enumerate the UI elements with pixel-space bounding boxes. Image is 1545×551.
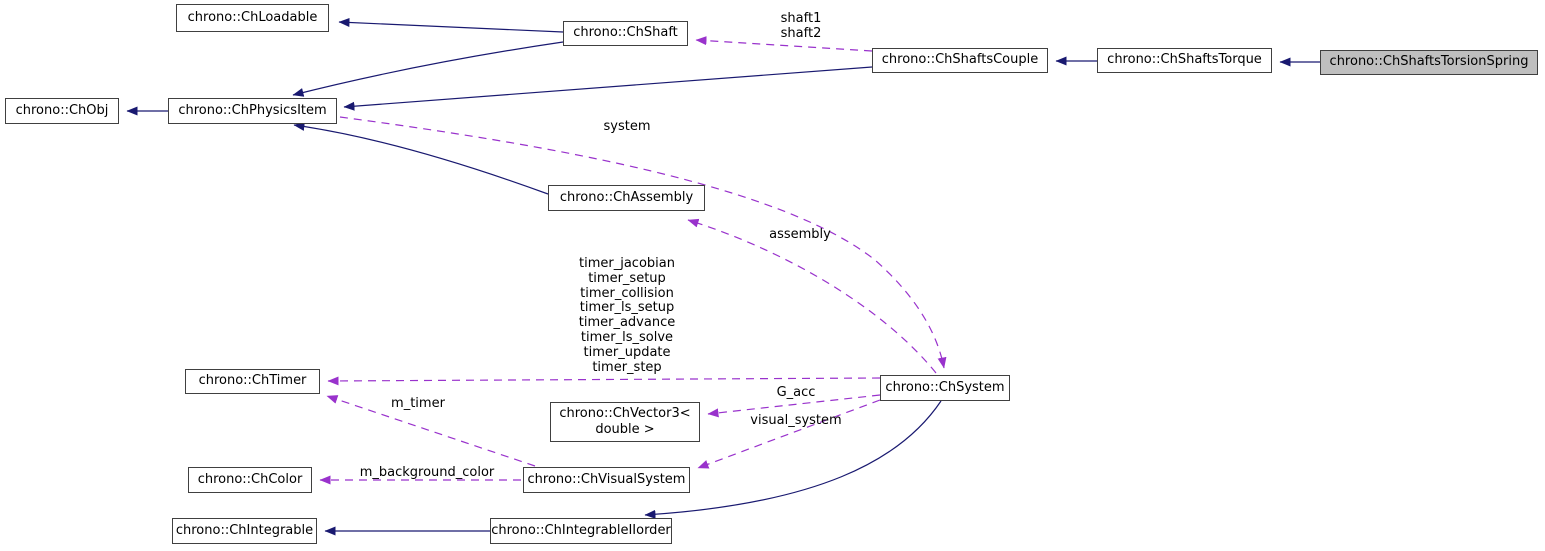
node-chphysicsitem[interactable]: chrono::ChPhysicsItem — [168, 98, 337, 124]
node-chshaft[interactable]: chrono::ChShaft — [563, 21, 688, 46]
edge-chsystem-to-chintegrableiiorder — [644, 400, 942, 519]
edge-label-timer-jacobian: timer_jacobian — [579, 256, 675, 271]
node-chtimer[interactable]: chrono::ChTimer — [185, 369, 320, 394]
edge-label-shaft1-shaft2: shaft1 shaft2 — [741, 11, 861, 42]
edge-label-timer-ls-setup: timer_ls_setup — [579, 300, 675, 316]
node-chvector3[interactable]: chrono::ChVector3< double > — [550, 402, 700, 442]
edge-label-timer-update: timer_update — [583, 344, 671, 360]
edge-g-acc — [707, 394, 881, 418]
edge-timer-fields — [327, 376, 881, 386]
edge-assembly — [687, 218, 937, 374]
edge-label-visual-system: visual_system — [750, 413, 842, 428]
node-chshaftscouple[interactable]: chrono::ChShaftsCouple — [872, 48, 1048, 73]
edge-label-m-timer: m_timer — [391, 396, 445, 411]
node-chshaftstorsionspring: chrono::ChShaftsTorsionSpring — [1320, 50, 1538, 75]
edge-chshaftscouple-to-chphysicsitem — [343, 66, 873, 111]
edge-label-timer-step: timer_step — [592, 359, 662, 375]
edge-chshaft-to-chphysicsitem — [292, 41, 564, 97]
edge-label-m-background-color: m_background_color — [359, 465, 495, 480]
edge-label-timer-collision: timer_collision — [580, 285, 674, 301]
edge-chshaft-to-chloadable — [338, 17, 564, 33]
edge-label-shaft2: shaft2 — [780, 25, 822, 41]
node-chobj[interactable]: chrono::ChObj — [5, 98, 119, 124]
edge-visual-system — [697, 399, 881, 469]
edge-label-g-acc: G_acc — [776, 385, 816, 400]
edge-label-shaft1: shaft1 — [780, 11, 822, 26]
node-chintegrableiiorder[interactable]: chrono::ChIntegrableIIorder — [490, 518, 672, 544]
edge-m-timer — [326, 395, 536, 467]
edge-label-system: system — [603, 119, 651, 134]
edge-system — [339, 116, 947, 369]
edge-chassembly-to-chphysicsitem — [293, 122, 549, 195]
node-chassembly[interactable]: chrono::ChAssembly — [548, 185, 705, 211]
edge-label-assembly: assembly — [769, 227, 831, 242]
node-chvisualsystem[interactable]: chrono::ChVisualSystem — [523, 467, 690, 493]
node-chintegrable[interactable]: chrono::ChIntegrable — [172, 518, 317, 544]
node-chcolor[interactable]: chrono::ChColor — [188, 467, 312, 493]
node-chsystem[interactable]: chrono::ChSystem — [880, 375, 1010, 401]
node-chshaftstorque[interactable]: chrono::ChShaftsTorque — [1097, 48, 1272, 73]
node-chloadable[interactable]: chrono::ChLoadable — [176, 4, 329, 32]
edge-label-timer-setup: timer_setup — [588, 270, 666, 286]
edge-label-timer-fields: timer_jacobian timer_setup timer_collisi… — [547, 256, 707, 375]
edge-shaft1-shaft2 — [695, 36, 873, 52]
edge-label-timer-ls-solve: timer_ls_solve — [580, 329, 674, 345]
edge-label-timer-advance: timer_advance — [578, 315, 676, 331]
